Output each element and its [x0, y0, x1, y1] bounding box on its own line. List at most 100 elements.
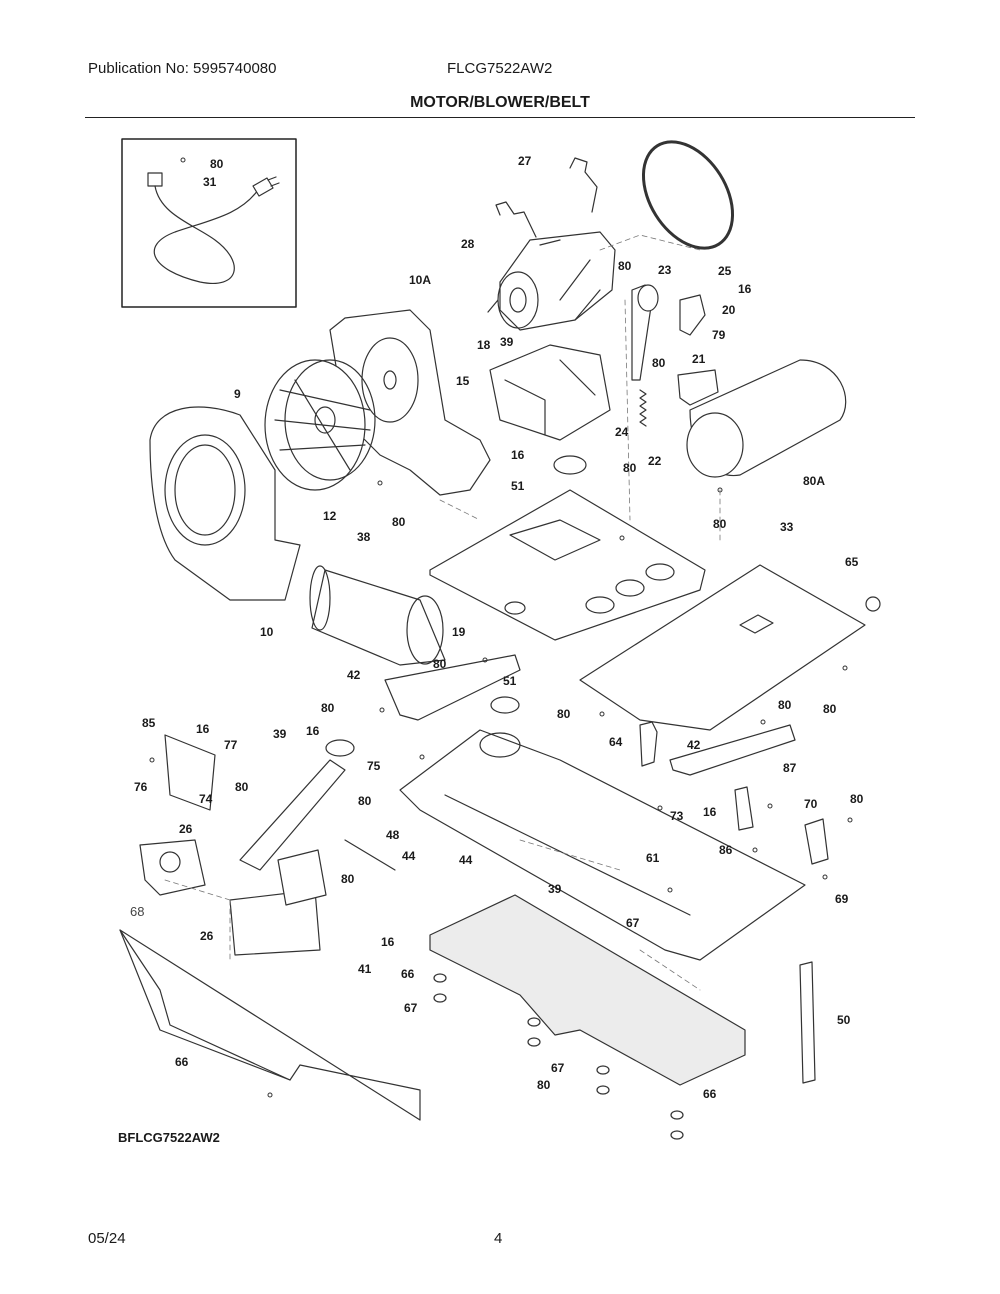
callout-label: 28 [461, 237, 475, 251]
callout-label: 75 [367, 759, 381, 773]
callout-label: 10 [260, 625, 274, 639]
callout-label: 12 [323, 509, 337, 523]
callout-label: 19 [452, 625, 466, 639]
callout-label: 65 [845, 555, 859, 569]
callout-label: 85 [142, 716, 156, 730]
callout-label: 44 [459, 853, 473, 867]
callout-label: 80 [537, 1078, 551, 1092]
callout-label: 80 [341, 872, 355, 886]
callout-label: 16 [196, 722, 210, 736]
callout-label: 48 [386, 828, 400, 842]
mounting-bracket [164, 734, 216, 811]
callout-label: 80 [557, 707, 571, 721]
callout-label: 20 [722, 303, 736, 317]
callout-label: 70 [804, 797, 818, 811]
callout-label: 27 [518, 154, 532, 168]
callout-label: 51 [511, 479, 525, 493]
callout-label: 42 [347, 668, 361, 682]
support-bracket-right [669, 724, 796, 776]
callout-label: 77 [224, 738, 238, 752]
base-plate [429, 489, 706, 641]
callout-label: 16 [738, 282, 752, 296]
motor-clip [495, 201, 537, 238]
callout-label: 22 [648, 454, 662, 468]
idler-spring [639, 389, 647, 427]
burner-tube [239, 759, 346, 871]
foot-bracket [804, 818, 829, 865]
publication-date: 05/24 [88, 1230, 126, 1247]
igniter-bracket [277, 849, 327, 906]
callout-label: 39 [548, 882, 562, 896]
callout-label: 16 [703, 805, 717, 819]
callout-label: 80 [618, 259, 632, 273]
power-cord [147, 172, 280, 284]
drive-belt [641, 140, 735, 250]
callout-label: 80 [713, 517, 727, 531]
blower-housing-front [149, 406, 301, 601]
callout-label: 23 [658, 263, 672, 277]
bottom-panel [429, 894, 746, 1086]
foot-pad [865, 596, 881, 612]
callout-label: 68 [130, 904, 144, 919]
callout-label: 76 [134, 780, 148, 794]
callout-label: 66 [703, 1087, 717, 1101]
callout-label: 80 [210, 157, 224, 171]
callout-label: 44 [402, 849, 416, 863]
callout-label: 67 [404, 1001, 418, 1015]
callout-label: 24 [615, 425, 629, 439]
grommet [490, 696, 520, 714]
mounting-tray [579, 564, 866, 731]
exhaust-duct [309, 565, 446, 666]
callout-label: 67 [551, 1061, 565, 1075]
callout-label: 26 [200, 929, 214, 943]
callout-label: 80 [850, 792, 864, 806]
callout-label: 64 [609, 735, 623, 749]
idler-pulley [637, 284, 659, 312]
callout-label: 69 [835, 892, 849, 906]
power-cord-inset-box [121, 138, 297, 308]
callout-label: 15 [456, 374, 470, 388]
callout-label: 80 [823, 702, 837, 716]
support-bracket-left [384, 654, 521, 721]
callout-label: 66 [175, 1055, 189, 1069]
callout-label: 10A [409, 273, 431, 287]
gas-inlet-pipe [639, 721, 658, 767]
model-number: FLCG7522AW2 [447, 60, 553, 77]
callout-label: 18 [477, 338, 491, 352]
publication-number: Publication No: 5995740080 [88, 60, 277, 77]
callout-label: 73 [670, 809, 684, 823]
callout-label: 41 [358, 962, 372, 976]
burner-cap [325, 739, 355, 757]
callout-label: 80 [235, 780, 249, 794]
callout-label: 80A [803, 474, 825, 488]
blower-wheel [264, 359, 376, 491]
thermal-sensor [677, 369, 719, 406]
callout-label: 42 [687, 738, 701, 752]
callout-label: 25 [718, 264, 732, 278]
callout-label: 79 [712, 328, 726, 342]
base-rail [399, 729, 806, 961]
gas-valve [139, 839, 206, 896]
washers [433, 973, 684, 1140]
callout-label: 80 [321, 701, 335, 715]
alignment-lines [164, 234, 721, 991]
callout-label: 80 [778, 698, 792, 712]
callout-label: 80 [392, 515, 406, 529]
callout-label: 38 [357, 530, 371, 544]
header-divider [85, 117, 915, 118]
callout-label: 9 [234, 387, 241, 401]
foot-bracket [734, 786, 754, 831]
callout-label: 67 [626, 916, 640, 930]
side-rail [799, 961, 816, 1084]
callout-label: 39 [500, 335, 514, 349]
blower-housing-rear [329, 309, 491, 496]
wire-harness [344, 839, 396, 871]
callout-label: 80 [358, 794, 372, 808]
drive-motor [487, 231, 616, 331]
callout-label: 21 [692, 352, 706, 366]
page-title: MOTOR/BLOWER/BELT [410, 94, 590, 111]
motor-mount-bracket [489, 344, 611, 441]
callout-label: 50 [837, 1013, 851, 1027]
diagram-code: BFLCG7522AW2 [118, 1130, 220, 1145]
